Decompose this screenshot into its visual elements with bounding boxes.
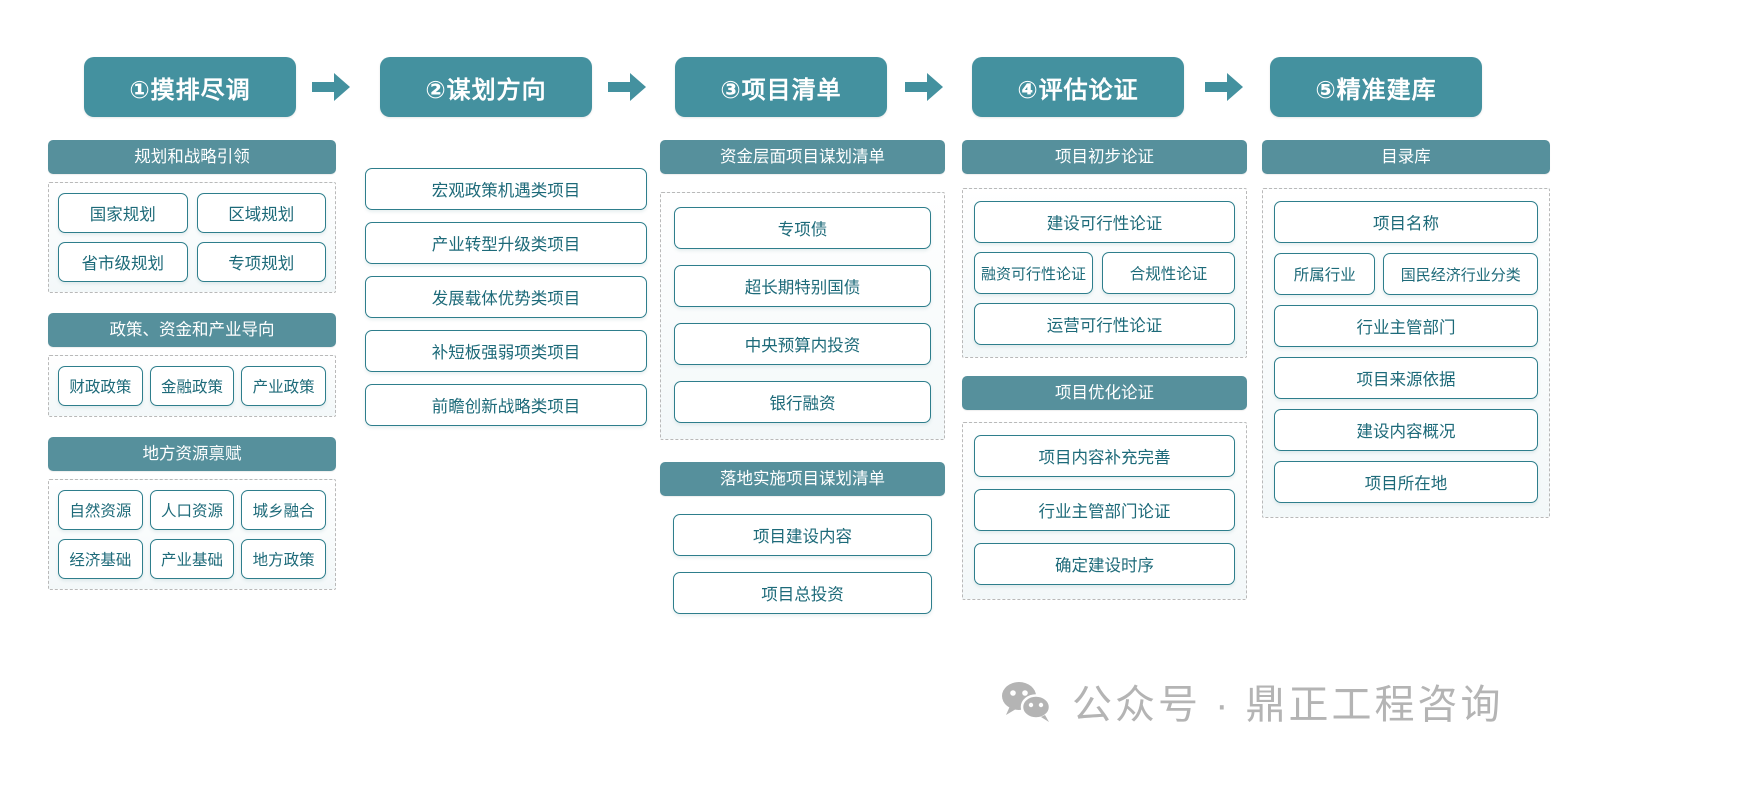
band-funding-level-list: 资金层面项目谋划清单	[660, 140, 945, 174]
column-2-planning-direction: 宏观政策机遇类项目 产业转型升级类项目 发展载体优势类项目 补短板强弱项类项目 …	[365, 168, 647, 426]
chip-urban-rural-integration[interactable]: 城乡融合	[241, 490, 326, 530]
stage-pill-3[interactable]: ③项目清单	[675, 57, 887, 117]
group-box-preliminary-assessment: 建设可行性论证 融资可行性论证 合规性论证 运营可行性论证	[962, 188, 1247, 358]
chip-construction-feasibility[interactable]: 建设可行性论证	[974, 201, 1235, 243]
chip-forward-looking-innovation-projects[interactable]: 前瞻创新战略类项目	[365, 384, 647, 426]
chip-project-name[interactable]: 项目名称	[1274, 201, 1538, 243]
chip-industry-belongs[interactable]: 所属行业	[1274, 253, 1376, 295]
arrow-2-to-3	[608, 73, 646, 101]
arrow-1-to-2	[312, 73, 350, 101]
group-implementation-list: 落地实施项目谋划清单 项目建设内容 项目总投资	[660, 462, 945, 614]
column-5-catalog-library: 目录库 项目名称 所属行业 国民经济行业分类 行业主管部门 项目来源依据 建设内…	[1262, 140, 1550, 518]
chip-project-total-investment[interactable]: 项目总投资	[673, 572, 932, 614]
group-catalog-library: 目录库 项目名称 所属行业 国民经济行业分类 行业主管部门 项目来源依据 建设内…	[1262, 140, 1550, 518]
chip-project-source-basis[interactable]: 项目来源依据	[1274, 357, 1538, 399]
row-planning-2: 省市级规划 专项规划	[58, 242, 326, 282]
group-funding-level-list: 资金层面项目谋划清单 专项债 超长期特别国债 中央预算内投资 银行融资	[660, 140, 945, 440]
band-preliminary-assessment: 项目初步论证	[962, 140, 1247, 174]
band-local-resources: 地方资源禀赋	[48, 437, 336, 471]
wechat-icon	[1002, 682, 1052, 722]
group-box-policy-funding-industry: 财政政策 金融政策 产业政策	[48, 355, 336, 417]
watermark: 公众号 · 鼎正工程咨询	[1000, 672, 1504, 730]
chip-project-location[interactable]: 项目所在地	[1274, 461, 1538, 503]
chip-population-resources[interactable]: 人口资源	[149, 490, 235, 530]
chip-industry-authority-assessment[interactable]: 行业主管部门论证	[974, 489, 1235, 531]
stage-header-row: ①摸排尽调 ②谋划方向 ③项目清单 ④评估论证 ⑤精准建库	[0, 57, 1748, 117]
chip-construction-content-overview[interactable]: 建设内容概况	[1274, 409, 1538, 451]
chip-special-bond[interactable]: 专项债	[674, 207, 931, 249]
row-planning-1: 国家规划 区域规划	[58, 193, 326, 233]
chip-operation-feasibility[interactable]: 运营可行性论证	[974, 303, 1235, 345]
row-resources-2: 经济基础 产业基础 地方政策	[58, 539, 326, 579]
arrow-3-to-4	[905, 73, 943, 101]
chip-industry-authority[interactable]: 行业主管部门	[1274, 305, 1538, 347]
group-preliminary-assessment: 项目初步论证 建设可行性论证 融资可行性论证 合规性论证 运营可行性论证	[962, 140, 1247, 358]
band-planning-strategy: 规划和战略引领	[48, 140, 336, 174]
chip-industrial-base[interactable]: 产业基础	[149, 539, 235, 579]
column-3-project-list: 资金层面项目谋划清单 专项债 超长期特别国债 中央预算内投资 银行融资 落地实施…	[660, 140, 945, 614]
chip-industry-policy[interactable]: 产业政策	[241, 366, 326, 406]
group-box-optimization-assessment: 项目内容补充完善 行业主管部门论证 确定建设时序	[962, 422, 1247, 600]
arrow-4-to-5	[1205, 73, 1243, 101]
chip-national-economy-industry-class[interactable]: 国民经济行业分类	[1383, 253, 1538, 295]
chip-bank-financing[interactable]: 银行融资	[674, 381, 931, 423]
band-implementation-list: 落地实施项目谋划清单	[660, 462, 945, 496]
stage-label-4: ④评估论证	[1017, 76, 1139, 104]
chip-regional-plan[interactable]: 区域规划	[196, 193, 326, 233]
row-catalog-industry: 所属行业 国民经济行业分类	[1274, 253, 1538, 295]
stage-label-1: ①摸排尽调	[129, 76, 251, 104]
chip-national-plan[interactable]: 国家规划	[58, 193, 188, 233]
chip-ultra-long-treasury-bond[interactable]: 超长期特别国债	[674, 265, 931, 307]
chip-financing-feasibility[interactable]: 融资可行性论证	[974, 252, 1094, 294]
watermark-text: 公众号 · 鼎正工程咨询	[1072, 683, 1504, 727]
column-1-due-diligence: 规划和战略引领 国家规划 区域规划 省市级规划 专项规划 政策、资金和产业导向 …	[48, 140, 336, 590]
chip-construction-timeline[interactable]: 确定建设时序	[974, 543, 1235, 585]
stage-pill-5[interactable]: ⑤精准建库	[1270, 57, 1482, 117]
chip-provincial-plan[interactable]: 省市级规划	[58, 242, 188, 282]
chip-compliance-assessment[interactable]: 合规性论证	[1102, 252, 1235, 294]
chip-project-content-supplement[interactable]: 项目内容补充完善	[974, 435, 1235, 477]
stage-pill-2[interactable]: ②谋划方向	[380, 57, 592, 117]
stage-label-3: ③项目清单	[720, 76, 842, 104]
group-policy-funding-industry: 政策、资金和产业导向 财政政策 金融政策 产业政策	[48, 313, 336, 417]
list-catalog-items: 项目名称 所属行业 国民经济行业分类 行业主管部门 项目来源依据 建设内容概况 …	[1274, 201, 1538, 503]
stage-label-2: ②谋划方向	[425, 76, 547, 104]
list-preliminary-items: 建设可行性论证 融资可行性论证 合规性论证 运营可行性论证	[974, 201, 1235, 345]
group-box-local-resources: 自然资源 人口资源 城乡融合 经济基础 产业基础 地方政策	[48, 479, 336, 590]
group-planning-strategy: 规划和战略引领 国家规划 区域规划 省市级规划 专项规划	[48, 140, 336, 293]
chip-central-budget-investment[interactable]: 中央预算内投资	[674, 323, 931, 365]
chip-fiscal-policy[interactable]: 财政政策	[58, 366, 143, 406]
band-optimization-assessment: 项目优化论证	[962, 376, 1247, 410]
chip-development-carrier-advantage-projects[interactable]: 发展载体优势类项目	[365, 276, 647, 318]
chip-project-construction-content[interactable]: 项目建设内容	[673, 514, 932, 556]
stage-label-5: ⑤精准建库	[1315, 76, 1437, 104]
group-box-implementation-list: 项目建设内容 项目总投资	[660, 514, 945, 614]
chip-special-plan[interactable]: 专项规划	[196, 242, 326, 282]
group-optimization-assessment: 项目优化论证 项目内容补充完善 行业主管部门论证 确定建设时序	[962, 376, 1247, 600]
chip-economic-base[interactable]: 经济基础	[58, 539, 143, 579]
row-policy-1: 财政政策 金融政策 产业政策	[58, 366, 326, 406]
chip-financial-policy[interactable]: 金融政策	[149, 366, 235, 406]
chip-industrial-transformation-projects[interactable]: 产业转型升级类项目	[365, 222, 647, 264]
list-optimization-items: 项目内容补充完善 行业主管部门论证 确定建设时序	[974, 435, 1235, 585]
chip-weakness-improvement-projects[interactable]: 补短板强弱项类项目	[365, 330, 647, 372]
list-implementation-items: 项目建设内容 项目总投资	[673, 514, 932, 614]
band-catalog-library: 目录库	[1262, 140, 1550, 174]
row-resources-1: 自然资源 人口资源 城乡融合	[58, 490, 326, 530]
stage-pill-1[interactable]: ①摸排尽调	[84, 57, 296, 117]
column-4-assessment: 项目初步论证 建设可行性论证 融资可行性论证 合规性论证 运营可行性论证 项目优…	[962, 140, 1247, 600]
row-preliminary-2: 融资可行性论证 合规性论证	[974, 252, 1235, 294]
band-policy-funding-industry: 政策、资金和产业导向	[48, 313, 336, 347]
group-box-planning-strategy: 国家规划 区域规划 省市级规划 专项规划	[48, 182, 336, 293]
group-local-resources: 地方资源禀赋 自然资源 人口资源 城乡融合 经济基础 产业基础 地方政策	[48, 437, 336, 590]
chip-macro-policy-opportunity-projects[interactable]: 宏观政策机遇类项目	[365, 168, 647, 210]
chip-local-policy[interactable]: 地方政策	[241, 539, 326, 579]
group-box-catalog-library: 项目名称 所属行业 国民经济行业分类 行业主管部门 项目来源依据 建设内容概况 …	[1262, 188, 1550, 518]
chip-natural-resources[interactable]: 自然资源	[58, 490, 143, 530]
stage-pill-4[interactable]: ④评估论证	[972, 57, 1184, 117]
list-funding-items: 专项债 超长期特别国债 中央预算内投资 银行融资	[674, 207, 931, 423]
list-planning-directions: 宏观政策机遇类项目 产业转型升级类项目 发展载体优势类项目 补短板强弱项类项目 …	[365, 168, 647, 426]
group-box-funding-level-list: 专项债 超长期特别国债 中央预算内投资 银行融资	[660, 192, 945, 440]
